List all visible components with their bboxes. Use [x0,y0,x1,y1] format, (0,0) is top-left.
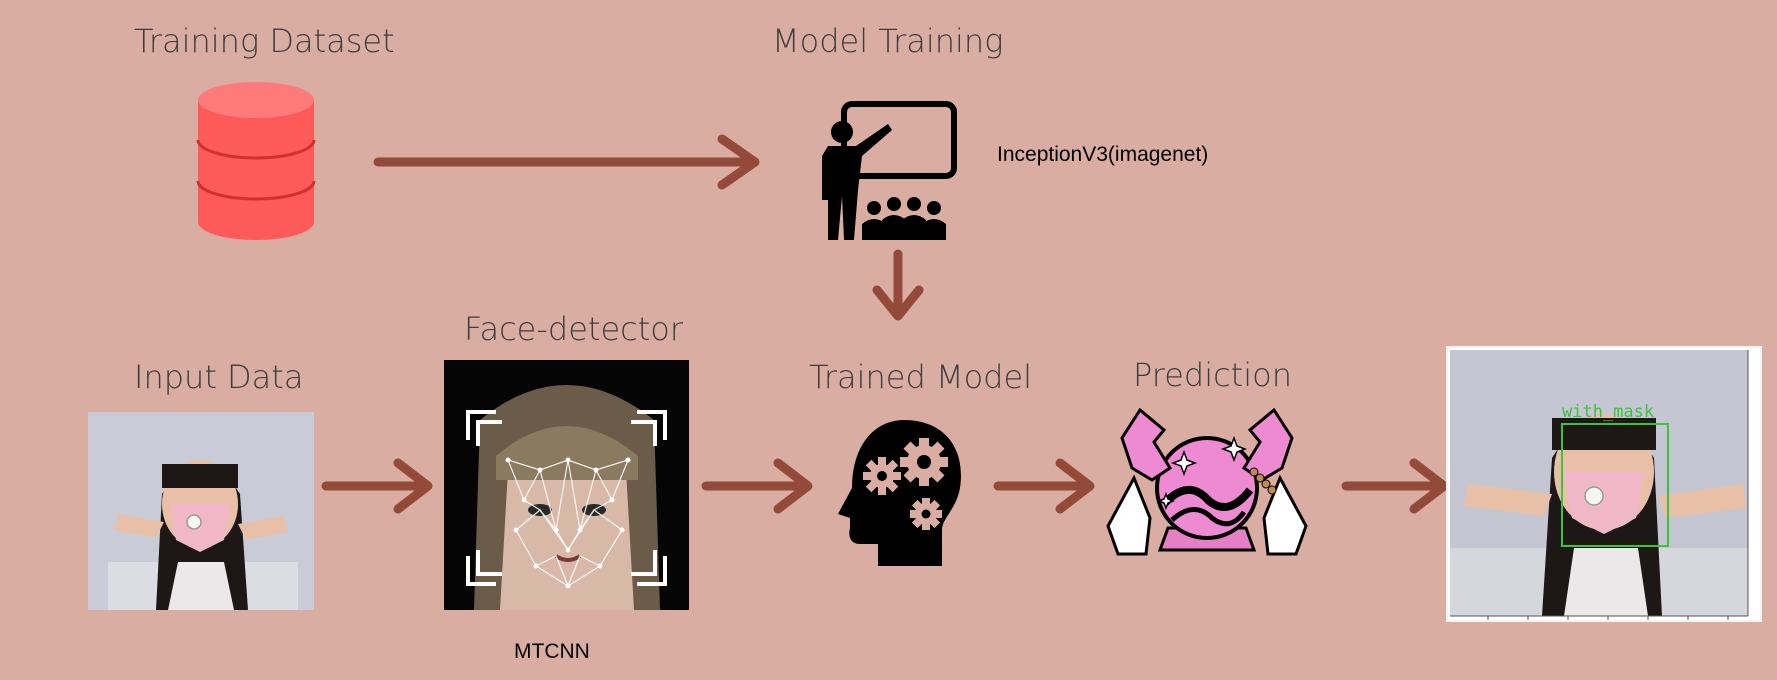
arrow-training-to-model [872,249,924,321]
arrow-dataset-to-training [373,134,760,190]
face-detector-label: Face-detector [464,310,684,348]
crystal-ball-icon [1104,408,1310,558]
brain-gears-icon [834,418,964,568]
arrow-detector-to-model [701,458,813,514]
prediction-label: Prediction [1133,356,1292,394]
input-data-label: Input Data [134,358,304,396]
face-detector-image [444,360,689,610]
training-dataset-label: Training Dataset [134,22,395,60]
arrow-model-to-prediction [993,458,1095,514]
database-icon [196,80,316,242]
arrow-input-to-detector [321,458,433,514]
inception-note: InceptionV3(imagenet) [997,143,1209,166]
model-training-label: Model Training [772,22,1004,60]
teacher-training-icon [806,100,966,245]
input-photo [88,412,314,610]
output-result-image: with_mask [1446,346,1762,622]
trained-model-label: Trained Model [809,358,1033,396]
with-mask-label: with_mask [1562,402,1655,422]
mtcnn-note: MTCNN [514,640,590,663]
arrow-prediction-to-output [1341,458,1449,514]
